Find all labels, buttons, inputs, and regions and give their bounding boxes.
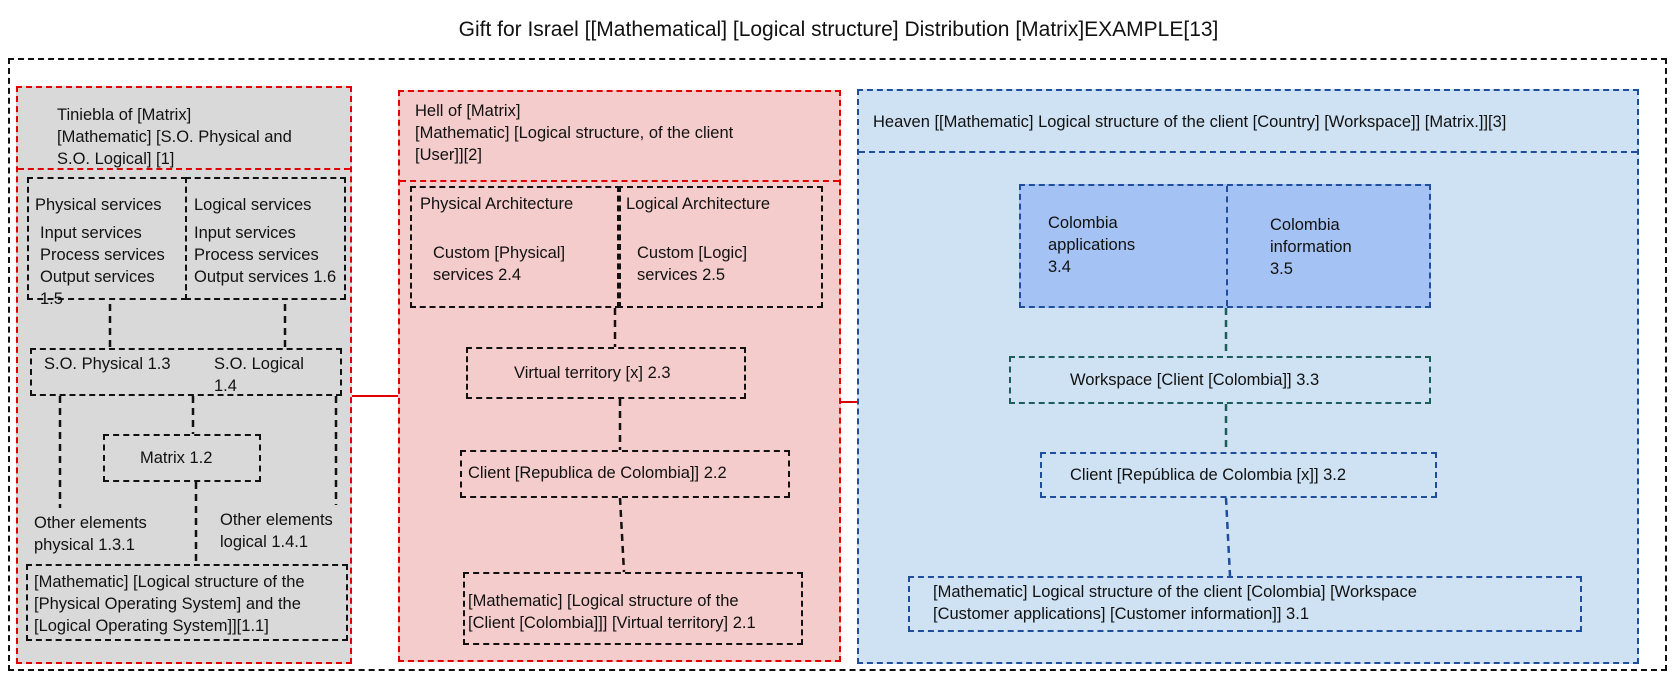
physical-architecture-title: Physical Architecture: [420, 195, 574, 213]
virtual-territory-box: [466, 347, 746, 399]
right-bottom-label: [Mathematic] Logical structure of the cl…: [933, 583, 1417, 623]
right-header: Heaven [[Mathematic] Logical structure o…: [873, 113, 1507, 131]
workspace-box: [1009, 356, 1431, 404]
right-bottom-box: [908, 576, 1582, 632]
physical-custom-services: Custom [Physical] services 2.4: [433, 244, 566, 284]
so-box: [30, 348, 342, 396]
physical-services-title: Physical services: [35, 196, 162, 214]
middle-bottom-box: [463, 572, 803, 645]
middle-header: Hell of [Matrix] [Mathematic] [Logical s…: [415, 102, 734, 164]
middle-header-divider: [400, 180, 839, 182]
matrix-box: [103, 434, 261, 482]
right-header-divider: [859, 151, 1637, 153]
middle-client-box: [460, 450, 790, 498]
matrix-label: Matrix 1.2: [140, 449, 213, 467]
applications-box: [1019, 184, 1431, 308]
outer-frame: [8, 58, 1667, 671]
left-header: Tiniebla of [Matrix] [Mathematic] [S.O. …: [57, 106, 292, 168]
applications-divider: [1226, 186, 1228, 306]
middle-bottom-label: [Mathematic] [Logical structure of the […: [468, 592, 756, 632]
information-label: Colombia information 3.5: [1270, 216, 1352, 278]
applications-label: Colombia applications 3.4: [1048, 214, 1136, 276]
physical-services-items: Input services Process services Output s…: [40, 224, 165, 308]
workspace-label: Workspace [Client [Colombia]] 3.3: [1070, 371, 1320, 389]
left-header-divider: [18, 168, 350, 170]
left-panel: [16, 86, 352, 664]
middle-client-label: Client [Republica de Colombia]] 2.2: [468, 464, 727, 482]
right-client-box: [1040, 452, 1437, 498]
virtual-territory-label: Virtual territory [x] 2.3: [514, 364, 671, 382]
logical-services-box: [185, 177, 346, 300]
other-physical: Other elements physical 1.3.1: [34, 514, 147, 554]
left-bottom-label: [Mathematic] [Logical structure of the […: [34, 573, 305, 635]
diagram-title: Gift for Israel [[Mathematical] [Logical…: [458, 18, 1219, 41]
left-bottom-box: [26, 564, 348, 641]
so-logical: S.O. Logical 1.4: [214, 355, 304, 395]
physical-architecture-box: [410, 186, 621, 308]
logical-architecture-box: [617, 186, 823, 308]
other-logical: Other elements logical 1.4.1: [220, 511, 333, 551]
logical-services-items: Input services Process services Output s…: [194, 224, 337, 286]
logical-custom-services: Custom [Logic] services 2.5: [637, 244, 748, 284]
logical-architecture-title: Logical Architecture: [626, 195, 770, 213]
logical-services-title: Logical services: [194, 196, 312, 214]
so-physical: S.O. Physical 1.3: [44, 355, 171, 373]
right-client-label: Client [República de Colombia [x]] 3.2: [1070, 466, 1347, 484]
